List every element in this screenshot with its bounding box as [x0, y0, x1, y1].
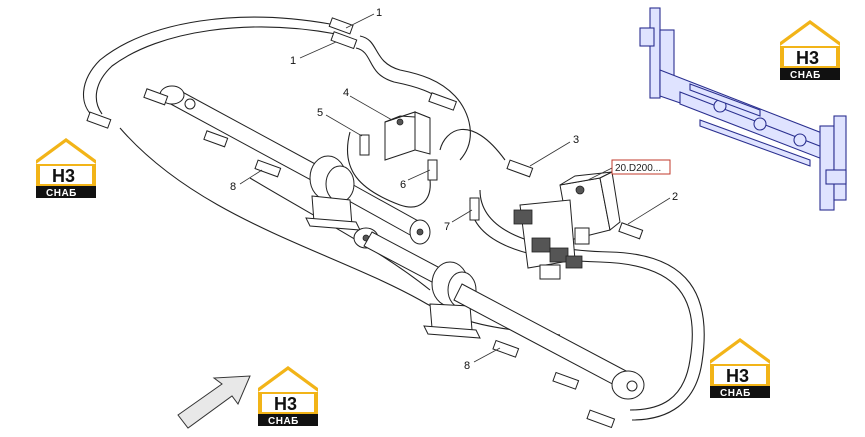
logo-main-text: H3	[796, 48, 819, 68]
callout-2: 2	[672, 191, 678, 203]
logo-left: H3 СНАБ	[36, 138, 96, 199]
logo-bottom-right: H3 СНАБ	[710, 338, 770, 399]
logo-main-text: H3	[726, 366, 749, 386]
control-valve-manifold	[513, 171, 621, 280]
leader-lines	[239, 13, 671, 363]
reference-link[interactable]: 20.D200...	[611, 159, 671, 175]
direction-arrow	[177, 375, 251, 429]
logo-main-text: H3	[274, 394, 297, 414]
callout-7: 7	[444, 221, 450, 233]
machine-thumbnail	[639, 7, 847, 211]
callout-4: 4	[343, 87, 349, 99]
callout-5: 5	[317, 107, 323, 119]
callout-labels: 1 1 2 3 4 5 6 7 8 8	[230, 7, 678, 372]
valve-block	[384, 111, 431, 161]
lower-cylinder	[353, 227, 645, 400]
callout-1-top: 1	[376, 7, 382, 19]
callout-6: 6	[400, 179, 406, 191]
fittings	[86, 17, 644, 429]
logo-sub-text: СНАБ	[46, 188, 77, 199]
logo-sub-text: СНАБ	[720, 388, 751, 399]
logo-top-right: H3 СНАБ	[780, 20, 840, 81]
logo-sub-text: СНАБ	[268, 416, 299, 427]
logo-main-text: H3	[52, 166, 75, 186]
callout-1-left: 1	[290, 55, 296, 67]
callout-3: 3	[573, 134, 579, 146]
logo-bottom-center: H3 СНАБ	[258, 366, 318, 427]
logo-sub-text: СНАБ	[790, 70, 821, 81]
callout-8-left: 8	[230, 181, 236, 193]
callout-8-bottom: 8	[464, 360, 470, 372]
upper-cylinder	[159, 85, 431, 245]
reference-label[interactable]: 20.D200...	[615, 163, 661, 174]
